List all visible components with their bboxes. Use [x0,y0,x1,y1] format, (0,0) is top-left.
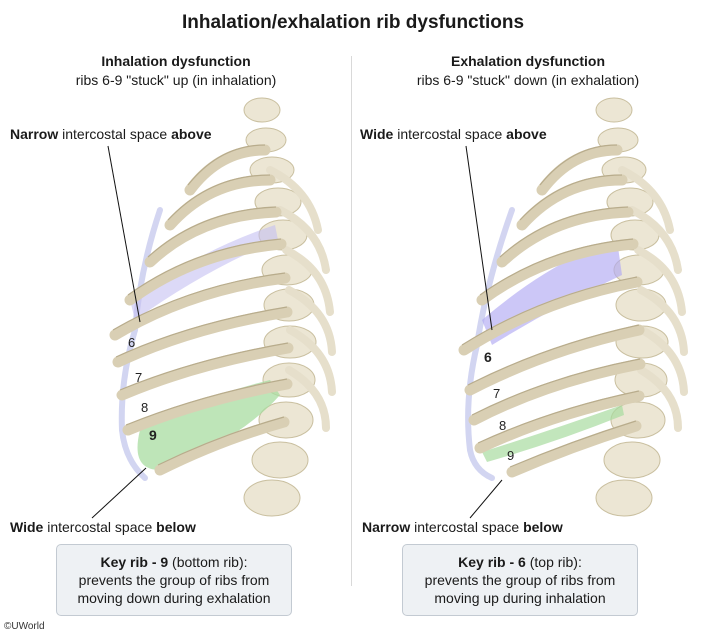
rib-number-8: 8 [141,400,149,415]
figure-title: Inhalation/exhalation rib dysfunctions [181,12,525,33]
posterior-ribs [266,166,336,432]
wide-space-pointer [465,145,493,331]
inhalation-bottom-label: Wide intercostal space below [10,519,196,535]
key-rib-box: Key rib - 9 (bottom rib): prevents the g… [56,544,292,616]
posterior-ribs [618,166,688,432]
narrow-space-pointer [107,145,141,323]
exhalation-ribcage-illustration [458,97,688,519]
rib-number-7: 7 [135,370,143,385]
rib-number-6: 6 [128,335,136,350]
key-rib-line-3: moving down during exhalation [77,590,271,606]
spine-column [243,97,317,517]
exhalation-top-label: Wide intercostal space above [360,126,547,142]
inhalation-heading: Inhalation dysfunction [101,53,251,69]
key-rib-line-2: prevents the group of ribs from [424,572,616,588]
narrow-space-pointer [469,479,503,519]
key-rib-box: Key rib - 6 (top rib): prevents the grou… [402,544,638,616]
key-rib-line-3: moving up during inhalation [434,590,606,606]
key-rib-line-2: prevents the group of ribs from [78,572,270,588]
copyright-notice: ©UWorld [4,621,45,632]
inhalation-ribcage-illustration [91,97,336,519]
rib-number-7: 7 [493,386,501,401]
spine-column [595,97,669,517]
exhalation-heading: Exhalation dysfunction [450,53,605,69]
inhalation-panel: Inhalation dysfunction ribs 6-9 "stuck" … [0,0,352,635]
rib-number-9: 9 [149,427,157,443]
anterior-ribs [458,144,646,478]
exhalation-bottom-label: Narrow intercostal space below [362,519,563,535]
rib-number-8: 8 [499,418,507,433]
anterior-ribs [109,144,294,476]
anterior-ribs-edge [112,144,289,466]
exhalation-panel: Exhalation dysfunction ribs 6-9 "stuck" … [352,0,704,635]
exhalation-subheading: ribs 6-9 "stuck" down (in exhalation) [416,72,640,88]
wide-space-pointer [91,467,147,519]
inhalation-subheading: ribs 6-9 "stuck" up (in inhalation) [75,72,277,88]
wide-intercostal-space [137,380,280,470]
rib-number-9: 9 [507,448,515,463]
rib-number-6: 6 [484,349,492,365]
narrow-intercostal-space [482,405,624,462]
costal-cartilage [465,207,515,481]
key-rib-title: Key rib - 6 (top rib): [458,554,582,570]
anterior-ribs-edge [461,144,641,468]
inhalation-top-label: Narrow intercostal space above [10,126,212,142]
panel-divider [351,56,352,586]
key-rib-title: Key rib - 9 (bottom rib): [100,554,248,570]
